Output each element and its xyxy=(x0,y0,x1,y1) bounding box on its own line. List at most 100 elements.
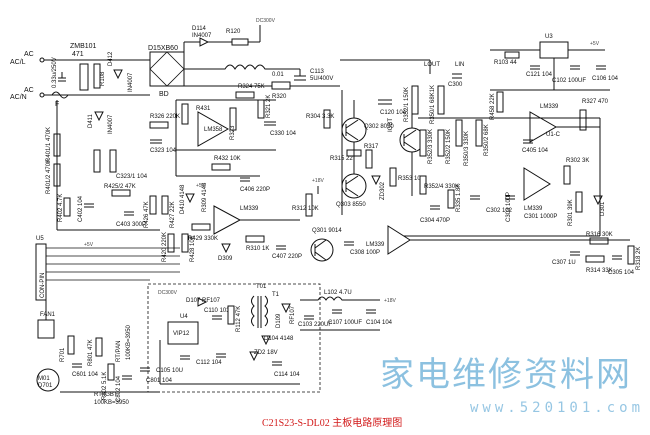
r108-label: R108 xyxy=(100,71,106,86)
t1-label: T1 xyxy=(272,292,280,298)
r401-1-label: R401/1 470K xyxy=(46,127,52,162)
c308-label: C308 100P xyxy=(350,250,380,256)
resistor-r350-3 xyxy=(455,119,463,147)
comparator-lm339-b xyxy=(523,167,551,201)
c330-label: C330 104 xyxy=(270,131,297,137)
fuse-symbol xyxy=(51,91,69,99)
ic-vip12 xyxy=(167,321,199,345)
c403-label: C403 300P xyxy=(116,222,146,228)
smps-dashed-frame xyxy=(147,283,321,393)
c113-label: C113 xyxy=(310,69,325,75)
transistor-q301 xyxy=(310,238,334,262)
r103-label: R103 44 xyxy=(494,60,517,66)
resistor-r301 xyxy=(575,191,583,213)
d701-label: D701 xyxy=(38,383,53,389)
fan-connector[interactable] xyxy=(37,319,55,339)
resistor-r335 xyxy=(447,189,455,209)
c106-label: C106 104 xyxy=(592,76,619,82)
c114-label: C114 104 xyxy=(274,372,300,378)
rt-igbt-label: RT/IGBT xyxy=(94,392,118,398)
voltage-detect-section: R352/3 330K R352/2 150K R350/3 330K R350… xyxy=(390,117,606,237)
inductor-l102 xyxy=(300,296,380,301)
sync-section: R312 10K Q301 9014 C308 100P LM339 +18V xyxy=(292,178,411,262)
d301-label: D301 xyxy=(600,201,606,216)
c107-label: C107 100UF xyxy=(328,320,362,326)
zmb-label: ZMB101 xyxy=(70,43,97,50)
resistor-r429 xyxy=(191,223,211,231)
v5-label-conn: +5V xyxy=(84,242,94,248)
r112-label: R112 47K xyxy=(236,306,242,332)
lout-label: LOUT xyxy=(424,62,440,68)
d411-value: IN4007 xyxy=(108,114,114,134)
c304-label: C304 470P xyxy=(420,218,450,224)
resistor-r108 xyxy=(93,63,101,89)
lm339-d-label: LM339 xyxy=(366,242,385,248)
l102-label: L102 4.7U xyxy=(324,290,352,296)
schematic-caption: C21S23-S-DL02 主板电路原理图 xyxy=(262,416,402,429)
resistor-r120 xyxy=(231,38,249,46)
resistor-r320 xyxy=(271,81,291,90)
bd-part: D15XB60 xyxy=(148,45,178,52)
ac-l-label: AC/L xyxy=(10,59,26,66)
varistor-zmb101 xyxy=(79,63,89,91)
ac-n-label: AC/N xyxy=(10,94,27,101)
v5-label-u3: +5V xyxy=(590,41,600,47)
r323-label: R323 xyxy=(230,125,236,140)
r350-2-label: R350/2 68K xyxy=(484,124,490,156)
watermark: 家电维修资料网 www.520101.com xyxy=(380,355,640,416)
r431-label: R431 xyxy=(196,106,211,112)
c300-label: C300 xyxy=(448,82,463,88)
mains-sample-section: R401/1 470K R401/2 470K R402 4.7K C402 1… xyxy=(46,100,302,262)
u4-label: U4 xyxy=(180,314,188,320)
bridge-rectifier-bd xyxy=(149,51,185,87)
resistor-r352-4 xyxy=(419,175,427,195)
resistor-r317 xyxy=(365,149,373,169)
m01-label: M01 xyxy=(38,376,50,382)
r458-label: R458 22K xyxy=(490,93,496,120)
q303-label: Q303 8550 xyxy=(336,202,366,208)
c105-label: C105 10U xyxy=(156,368,183,374)
r701-label: R701 xyxy=(60,347,66,362)
r427-label: R427 22K xyxy=(170,201,176,228)
zener-zd302 xyxy=(371,175,381,186)
c301-label: C301 1000P xyxy=(524,214,557,220)
comparator-u1c xyxy=(529,111,558,143)
zmb-value: 471 xyxy=(72,51,84,58)
resistor-r425 xyxy=(111,189,131,197)
d107-label: D107 RF107 xyxy=(186,298,221,304)
trimmer-vr xyxy=(181,103,189,125)
c102-label: C102 100UF xyxy=(552,78,586,84)
resistor-r350-2 xyxy=(475,119,483,147)
ac-input-section: AC AC/L AC AC/N F ZMB101 471 0.33u/250V … xyxy=(10,18,340,134)
c601-label: C601 104 xyxy=(72,372,99,378)
q302-label: Q302 8050 xyxy=(364,124,394,130)
lm339-b-label: LM339 xyxy=(524,206,543,212)
r335-label: R335 1.8K xyxy=(456,184,462,212)
v18-label-q301: +18V xyxy=(312,178,324,184)
c112-label: C112 104 xyxy=(196,360,222,366)
d412-value: IN4007 xyxy=(128,72,134,92)
u3-label: U3 xyxy=(545,34,553,40)
r352-1-label: R352/1 150K xyxy=(404,87,410,122)
c402-label: C402 104 xyxy=(78,195,84,222)
choke-inductor xyxy=(184,64,300,70)
r420-label: R420 220K xyxy=(162,232,168,262)
dc300v-label-top: DC300V xyxy=(256,18,276,24)
resistor-r428 xyxy=(181,233,189,253)
resistor-r312 xyxy=(305,193,313,217)
diode-d104 xyxy=(261,335,271,346)
ac-label: AC xyxy=(24,51,34,58)
r402-label: R402 4.7K xyxy=(58,194,64,222)
dc300v-label-smps: DC300V xyxy=(158,290,178,296)
resistor-r350-1 xyxy=(437,85,445,115)
resistor-r352-2 xyxy=(437,129,445,157)
r352-4-label: R352/4 330K xyxy=(424,184,459,190)
current-sense-section: R324 75K R326 220K C323 104 LM358 R323 R… xyxy=(149,84,297,154)
d109-label: D109 xyxy=(276,313,282,328)
resistor-r304 xyxy=(323,109,331,129)
resistor-r112 xyxy=(227,305,235,325)
rt-igbt-value: 100KB=3950 xyxy=(94,400,130,406)
diode-d412 xyxy=(113,69,123,80)
c406-label: C406 220P xyxy=(240,187,270,193)
rf107-label: RF107 xyxy=(290,305,296,324)
